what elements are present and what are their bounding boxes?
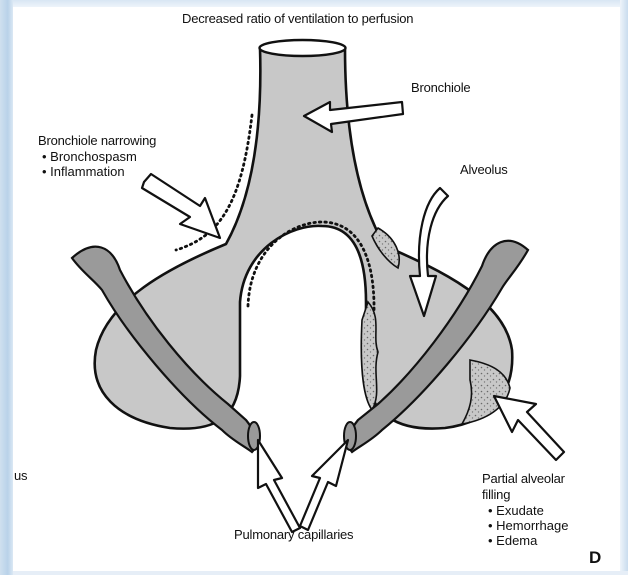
filling-arrow xyxy=(494,396,564,460)
narrowing-item: Inflammation xyxy=(42,164,137,179)
capillary-arrow-right xyxy=(300,440,348,530)
alveolus-label: Alveolus xyxy=(460,162,508,177)
filling-item: Hemorrhage xyxy=(488,518,568,533)
diagram-title: Decreased ratio of ventilation to perfus… xyxy=(182,11,413,26)
filling-title-line1: Partial alveolar xyxy=(482,471,565,486)
filling-item: Edema xyxy=(488,533,568,548)
bronchiole-alveolus-body xyxy=(95,40,513,429)
filling-title-line2: filling xyxy=(482,487,510,502)
narrowing-item: Bronchospasm xyxy=(42,149,137,164)
bronchiole-label: Bronchiole xyxy=(411,80,470,95)
narrowing-list: Bronchospasm Inflammation xyxy=(42,149,137,179)
narrowing-title: Bronchiole narrowing xyxy=(38,133,156,148)
cut-off-label-fragment: us xyxy=(14,468,27,483)
narrowing-arrow xyxy=(142,174,220,238)
capillary-arrow-left xyxy=(258,440,300,532)
panel-letter: D xyxy=(589,548,601,568)
alveolar-filling-left xyxy=(361,302,378,410)
capillaries-label: Pulmonary capillaries xyxy=(234,527,353,542)
filling-item: Exudate xyxy=(488,503,568,518)
filling-list: Exudate Hemorrhage Edema xyxy=(488,503,568,548)
